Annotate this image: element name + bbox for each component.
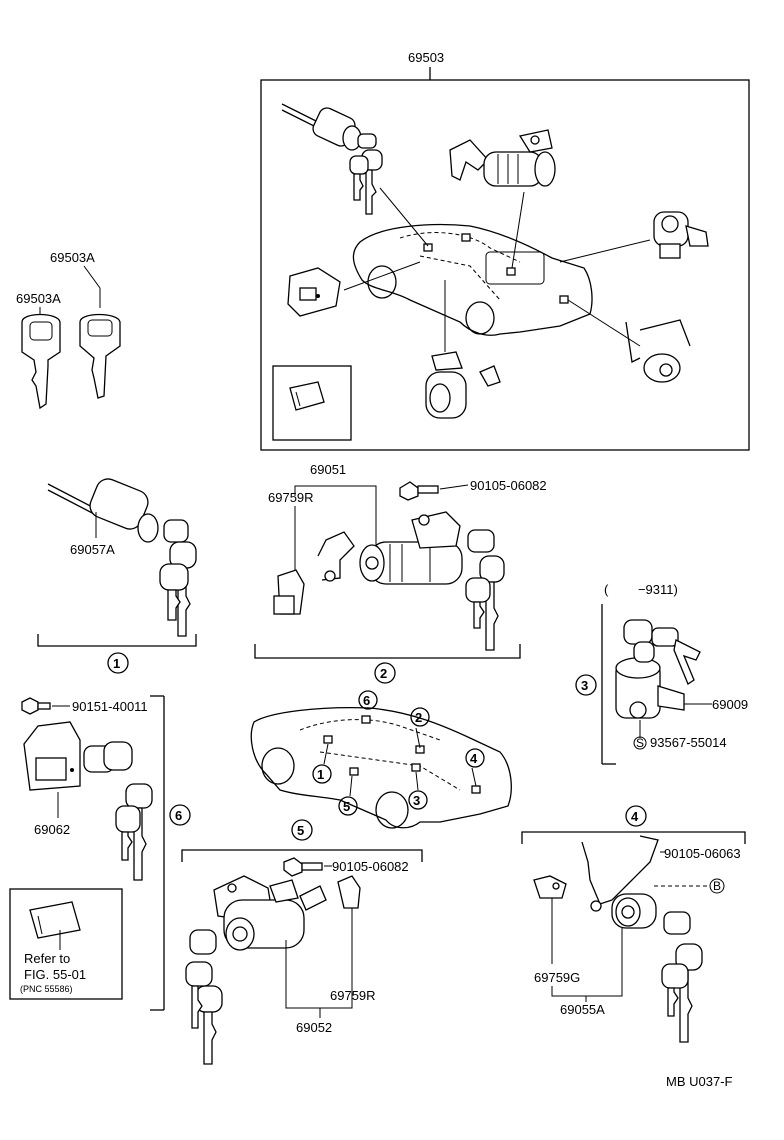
glovebox-cylinder-icon: [653, 211, 709, 259]
section-2-group: 69051 69759R 90105-06082: [254, 462, 547, 684]
section-1-group: 69057A 1: [37, 478, 197, 674]
marker-b: B: [713, 879, 721, 893]
refer-fig[interactable]: FIG. 55-01: [24, 967, 86, 982]
center-car-group: 6 2 4 1 5 3: [250, 690, 512, 829]
callout-4[interactable]: 4: [631, 809, 639, 824]
car-callout-6[interactable]: 6: [363, 693, 370, 708]
trunk-cylinder-icon: [625, 319, 691, 383]
label-range-note[interactable]: ( −9311): [604, 582, 678, 597]
key-icon: [21, 313, 61, 410]
key-icon: [103, 741, 153, 881]
car-callout-1[interactable]: 1: [317, 767, 324, 782]
callout-5[interactable]: 5: [297, 823, 304, 838]
label-trunk-bolt[interactable]: 90105-06063: [664, 846, 741, 861]
label-door-bracket-r[interactable]: 69759R: [268, 490, 314, 505]
door-lock-cylinder-icon: [449, 129, 556, 187]
rear-door-cylinder-icon: [425, 351, 501, 419]
label-door-bolt[interactable]: 90105-06082: [470, 478, 547, 493]
door-lock-cylinder-icon: [317, 511, 463, 585]
label-lid-lock[interactable]: 69062: [34, 822, 70, 837]
label-rear-set[interactable]: 69052: [296, 1020, 332, 1035]
key-icon: [159, 519, 197, 637]
key-icon: [185, 929, 223, 1065]
bracket-icon: [273, 569, 305, 615]
kit-69503-group: 69503: [260, 50, 750, 451]
keys-69503A-group: 69503A 69503A: [16, 250, 121, 410]
label-lid-screw[interactable]: 90151-40011: [72, 699, 148, 714]
ignition-cylinder-icon: [281, 103, 383, 215]
label-key-a-2[interactable]: 69503A: [16, 291, 61, 306]
car-callout-5[interactable]: 5: [343, 799, 350, 814]
section-4-group: 4 90105-06063 B 69759G: [521, 805, 746, 1043]
bracket-icon: [337, 875, 361, 909]
bolt-icon: [283, 857, 323, 877]
key-icon: [661, 911, 703, 1043]
footer-code: MB U037-F: [666, 1074, 733, 1089]
section-6-group: 90151-40011 6 69062 Refer to FIG. 55: [9, 695, 191, 1011]
section-5-group: 5 90105-06082 69759R 69: [181, 819, 423, 1065]
key-icon: [349, 133, 383, 215]
refer-text[interactable]: Refer to: [24, 951, 70, 966]
bolt-icon: [21, 697, 51, 715]
key-icon: [79, 313, 121, 399]
lid-lock-icon: [287, 267, 341, 317]
label-trunk-set[interactable]: 69055A: [560, 1002, 605, 1017]
glovebox-cylinder-icon: [615, 657, 685, 719]
trunk-bracket-icon: [581, 835, 659, 912]
callout-6[interactable]: 6: [175, 808, 182, 823]
refer-pnc[interactable]: (PNC 55586): [20, 984, 73, 994]
label-glovebox-screw[interactable]: 93567-55014: [650, 735, 727, 750]
label-kit-top[interactable]: 69503: [408, 50, 444, 65]
label-trunk-bracket[interactable]: 69759G: [534, 970, 580, 985]
car-icon: [250, 706, 512, 829]
lid-knob-icon: [29, 901, 81, 939]
key-icon: [465, 529, 505, 651]
callout-3[interactable]: 3: [581, 678, 588, 693]
marker-s: S: [636, 736, 644, 750]
bracket-icon: [533, 875, 567, 899]
label-key-a-1[interactable]: 69503A: [50, 250, 95, 265]
lid-lock-icon: [23, 721, 115, 791]
label-glovebox-cyl[interactable]: 69009: [712, 697, 748, 712]
trunk-cylinder-icon: [611, 893, 657, 929]
label-rear-bracket[interactable]: 69759R: [330, 988, 376, 1003]
bolt-icon: [399, 481, 439, 501]
callout-1[interactable]: 1: [113, 656, 120, 671]
car-callout-2[interactable]: 2: [415, 710, 422, 725]
callout-2[interactable]: 2: [380, 666, 387, 681]
car-icon: [352, 223, 593, 336]
lid-knob-icon: [289, 381, 325, 411]
door-lock-cylinder-icon: [213, 875, 327, 951]
section-3-group: ( −9311) 3 69009 S 93567-55014: [575, 582, 748, 765]
key-icon: [623, 619, 701, 685]
label-rear-door-bolt[interactable]: 90105-06082: [332, 859, 409, 874]
car-callout-3[interactable]: 3: [413, 793, 420, 808]
label-door-set[interactable]: 69051: [310, 462, 346, 477]
car-callout-4[interactable]: 4: [470, 751, 478, 766]
label-ignition-cyl[interactable]: 69057A: [70, 542, 115, 557]
